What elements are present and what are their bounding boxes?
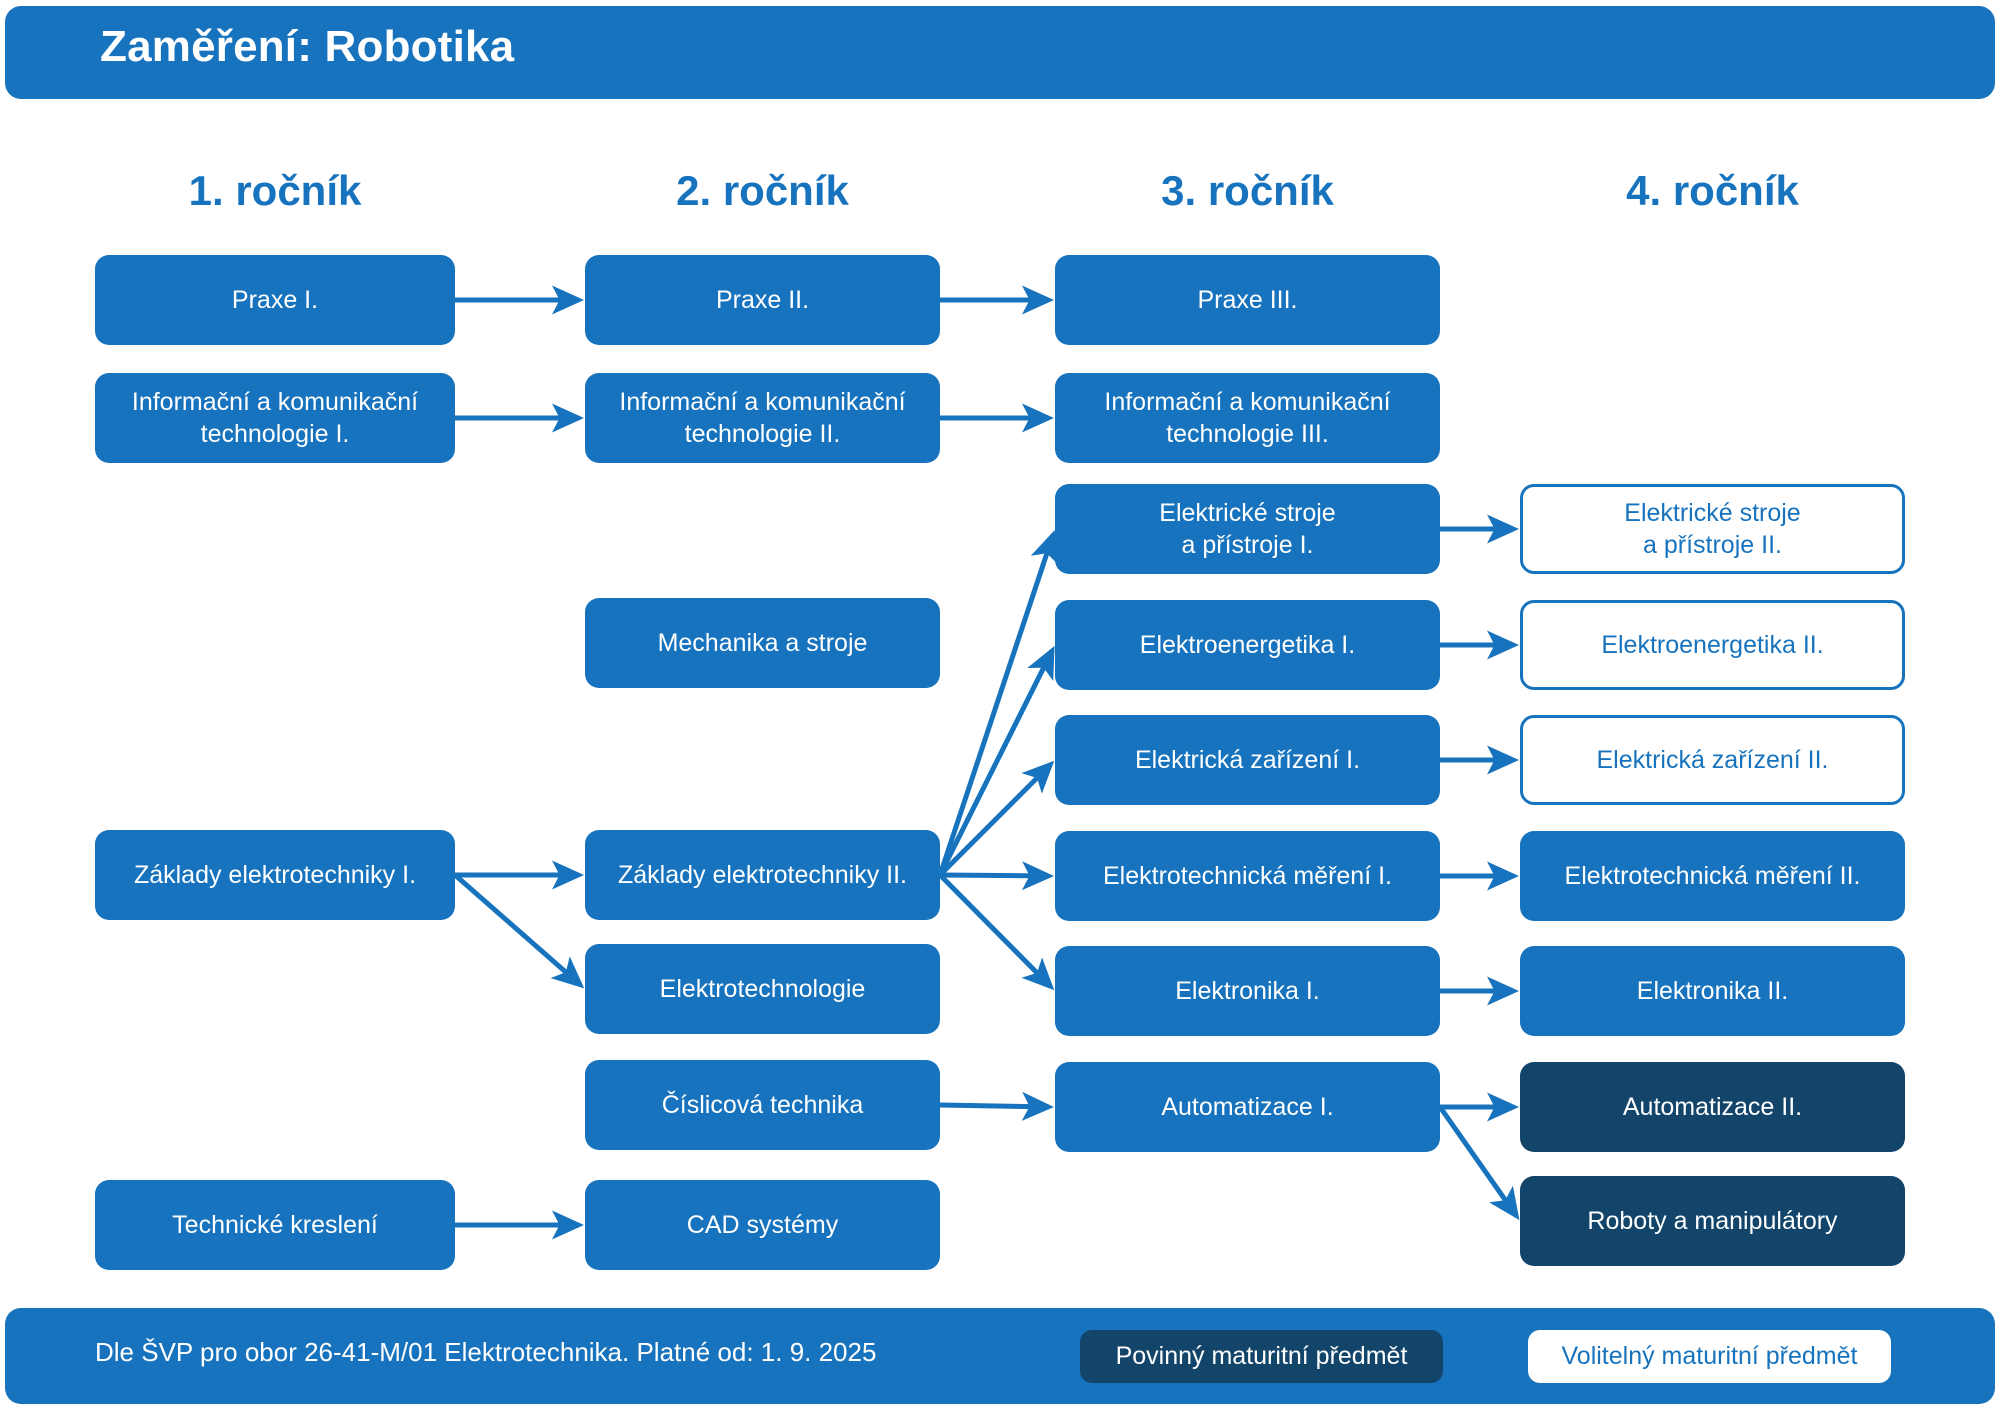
subject-node-label: Praxe I. [231, 286, 319, 314]
edge-zel2-to-een1 [937, 645, 1055, 877]
subject-node-etg[interactable]: Elektrotechnologie [585, 944, 940, 1034]
subject-node-een2[interactable]: Elektroenergetika II. [1520, 600, 1905, 690]
subject-node-label: Elektroenergetika II. [1601, 631, 1824, 659]
subject-node-mas[interactable]: Mechanika a stroje [585, 598, 940, 688]
subject-node-label: Základy elektrotechniky II. [617, 861, 907, 889]
subject-node-label: Elektrická zařízení I. [1134, 746, 1361, 774]
header-bar [5, 6, 1995, 99]
subject-node-ez1[interactable]: Elektrická zařízení I. [1055, 715, 1440, 805]
subject-node-label: Mechanika a stroje [657, 629, 868, 657]
subject-node-label: Roboty a manipulátory [1587, 1207, 1838, 1235]
subject-node-aut1[interactable]: Automatizace I. [1055, 1062, 1440, 1152]
subject-node-label: Automatizace I. [1161, 1093, 1334, 1121]
subject-node-cis[interactable]: Číslicová technika [585, 1060, 940, 1150]
column-header-year-1: 1. ročník [188, 167, 362, 214]
subject-node-rob[interactable]: Roboty a manipulátory [1520, 1176, 1905, 1266]
subject-node-em2[interactable]: Elektrotechnická měření II. [1520, 831, 1905, 921]
subject-node-label: Elektrická zařízení II. [1596, 746, 1829, 774]
column-header-year-4: 4. ročník [1626, 167, 1799, 214]
subject-node-elo2[interactable]: Elektronika II. [1520, 946, 1905, 1036]
subject-node-label: Praxe II. [715, 286, 810, 314]
subject-node-label: Elektronika I. [1175, 977, 1320, 1005]
subject-node-praxe1[interactable]: Praxe I. [95, 255, 455, 345]
subject-node-praxe2[interactable]: Praxe II. [585, 255, 940, 345]
footer-note: Dle ŠVP pro obor 26-41-M/01 Elektrotechn… [95, 1337, 877, 1367]
subject-node-een1[interactable]: Elektroenergetika I. [1055, 600, 1440, 690]
edge-aut1-to-rob [1437, 1105, 1520, 1221]
edge-zel2-to-em1 [939, 861, 1054, 891]
subject-node-label: Číslicová technika [661, 1091, 864, 1119]
page-title: Zaměření: Robotika [100, 22, 515, 71]
edge-zel2-to-ez1 [938, 760, 1055, 877]
column-header-year-2: 2. ročník [676, 167, 849, 214]
subject-node-label: CAD systémy [686, 1211, 839, 1239]
subject-node-label: Elektronika II. [1636, 977, 1789, 1005]
legend-required-subject[interactable]: Povinný maturitní předmět [1080, 1330, 1443, 1383]
subject-node-elo1[interactable]: Elektronika I. [1055, 946, 1440, 1036]
subject-node-label: Technické kreslení [172, 1211, 378, 1239]
subject-node-ez2[interactable]: Elektrická zařízení II. [1520, 715, 1905, 805]
column-header-year-3: 3. ročník [1161, 167, 1334, 214]
subject-node-zel1[interactable]: Základy elektrotechniky I. [95, 830, 455, 920]
legend-optional-subject[interactable]: Volitelný maturitní předmět [1528, 1330, 1891, 1383]
edge-zel2-to-esp1 [937, 529, 1059, 876]
edge-zel1-to-etg [453, 873, 585, 989]
subject-node-label: Základy elektrotechniky I. [133, 861, 417, 889]
subject-node-label: Elektroenergetika I. [1139, 631, 1356, 659]
subject-node-praxe3[interactable]: Praxe III. [1055, 255, 1440, 345]
subject-node-label: Automatizace II. [1622, 1093, 1803, 1121]
subject-node-label: Elektrotechnická měření II. [1564, 862, 1861, 890]
subject-node-label: Praxe III. [1197, 286, 1298, 314]
subject-node-zel2[interactable]: Základy elektrotechniky II. [585, 830, 940, 920]
subject-node-label: Elektrotechnologie [659, 975, 866, 1003]
edge-cis-to-aut1 [939, 1091, 1054, 1121]
subject-node-em1[interactable]: Elektrotechnická měření I. [1055, 831, 1440, 921]
subject-node-aut2[interactable]: Automatizace II. [1520, 1062, 1905, 1152]
edge-zel2-to-elo1 [938, 873, 1055, 991]
subject-node-cad[interactable]: CAD systémy [585, 1180, 940, 1270]
subject-node-tk[interactable]: Technické kreslení [95, 1180, 455, 1270]
subject-node-label: Elektrotechnická měření I. [1102, 862, 1392, 890]
